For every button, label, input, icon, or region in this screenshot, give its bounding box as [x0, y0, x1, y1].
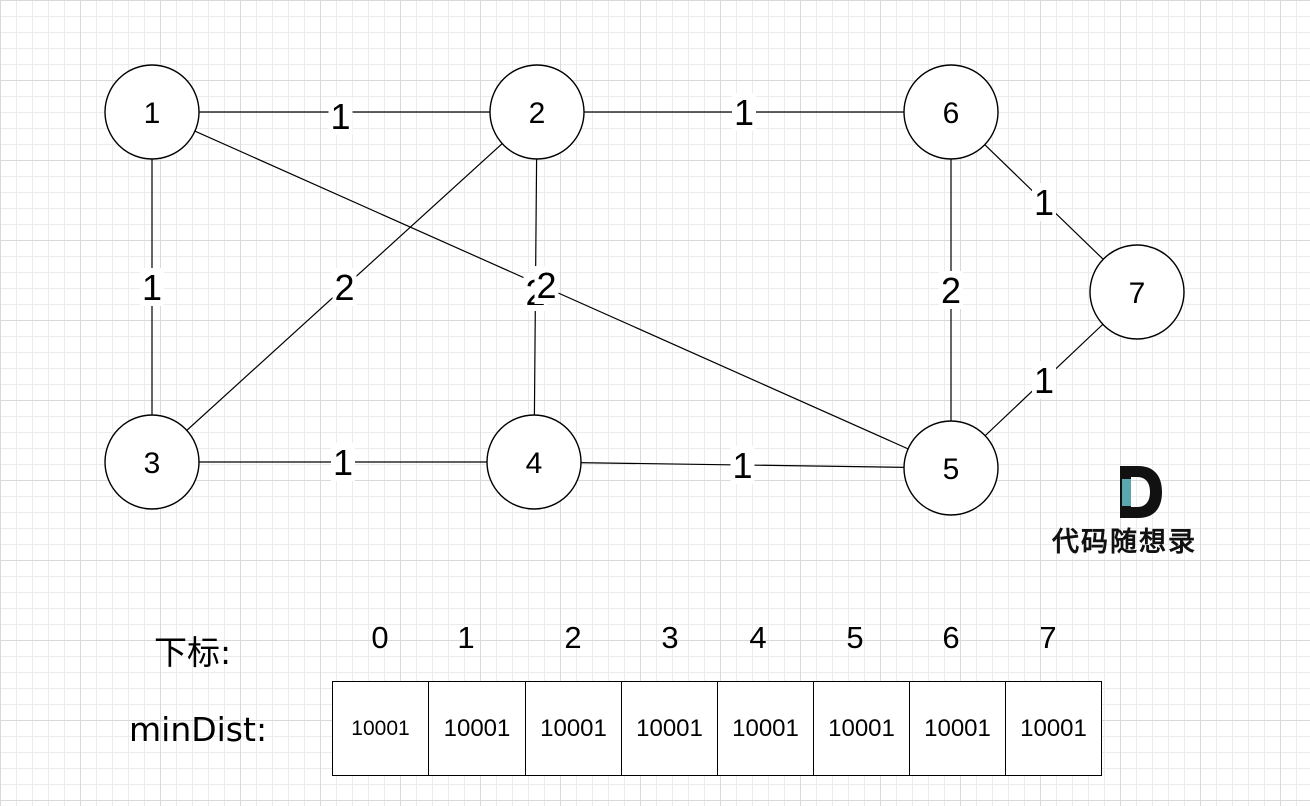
node-label: 6: [943, 97, 960, 130]
logo-text: 代码随想录: [1052, 527, 1197, 558]
logo-d-icon: [1120, 466, 1162, 518]
mindist-cell-5: 10001: [814, 682, 910, 775]
node-label: 1: [144, 97, 161, 130]
edge-weight-2-3: 2: [334, 267, 354, 308]
node-circle: [104, 414, 200, 510]
index-label-3: 3: [661, 620, 679, 655]
logo: 代码随想录: [1052, 462, 1227, 562]
node-circle: [1089, 244, 1185, 340]
edge-weight-1-5: 2: [536, 265, 556, 306]
node-label: 2: [529, 97, 546, 130]
edge-weight-bg: [140, 268, 164, 306]
index-label-1: 1: [457, 620, 475, 655]
index-row-label: 下标:: [154, 633, 232, 672]
node-circle: [486, 414, 582, 510]
edge-weight-6-5: 2: [941, 270, 961, 311]
index-label-2: 2: [564, 620, 582, 655]
edge-weight-2-6: 1: [734, 92, 754, 133]
index-label-7: 7: [1039, 620, 1057, 655]
mindist-cell-4: 10001: [718, 682, 814, 775]
edge-weight-bg: [1032, 361, 1056, 399]
edge-weight-bg: [730, 446, 755, 484]
mindist-cell-0: 10001: [333, 682, 429, 775]
edge-weight-7-5: 1: [1034, 360, 1054, 401]
edge-weight-4-5: 1: [732, 445, 752, 486]
edge-weight-bg: [332, 268, 357, 306]
node-circle: [903, 64, 999, 160]
node-label: 4: [526, 447, 543, 480]
node-circle: [903, 420, 999, 516]
index-label-5: 5: [846, 620, 864, 655]
mindist-cell-1: 10001: [429, 682, 526, 775]
edge-weight-3-4: 1: [333, 442, 353, 483]
index-label-4: 4: [749, 620, 767, 655]
node-label: 3: [144, 447, 161, 480]
edge-weight-bg: [1032, 183, 1056, 221]
mindist-cell-7: 10001: [1020, 714, 1087, 742]
mindist-cell-6: 10001: [910, 682, 1006, 775]
edge-weight-bg: [534, 266, 559, 304]
edge-weight-1-2: 1: [330, 96, 350, 137]
node-3: 3: [104, 414, 200, 510]
node-4: 4: [486, 414, 582, 510]
node-1: 1: [104, 64, 200, 160]
node-6: 6: [903, 64, 999, 160]
index-label-0: 0: [371, 620, 389, 655]
node-circle: [104, 64, 200, 160]
node-label: 7: [1129, 277, 1146, 310]
edge-weight-bg: [328, 97, 353, 135]
mindist-cell-3: 10001: [622, 682, 718, 775]
node-5: 5: [903, 420, 999, 516]
edge-weight-bg: [732, 93, 756, 131]
node-2: 2: [489, 64, 585, 160]
mindist-cell-2: 10001: [526, 682, 622, 775]
index-label-6: 6: [942, 620, 960, 655]
node-label: 5: [943, 453, 960, 486]
edge-weight-bg: [939, 271, 963, 309]
node-circle: [489, 64, 585, 160]
edge-weight-6-7: 1: [1034, 182, 1054, 223]
node-7: 7: [1089, 244, 1185, 340]
edge-weight-bg: [331, 443, 355, 481]
edge-weight-1-3: 1: [142, 267, 162, 308]
mindist-row-label: minDist:: [129, 710, 268, 749]
